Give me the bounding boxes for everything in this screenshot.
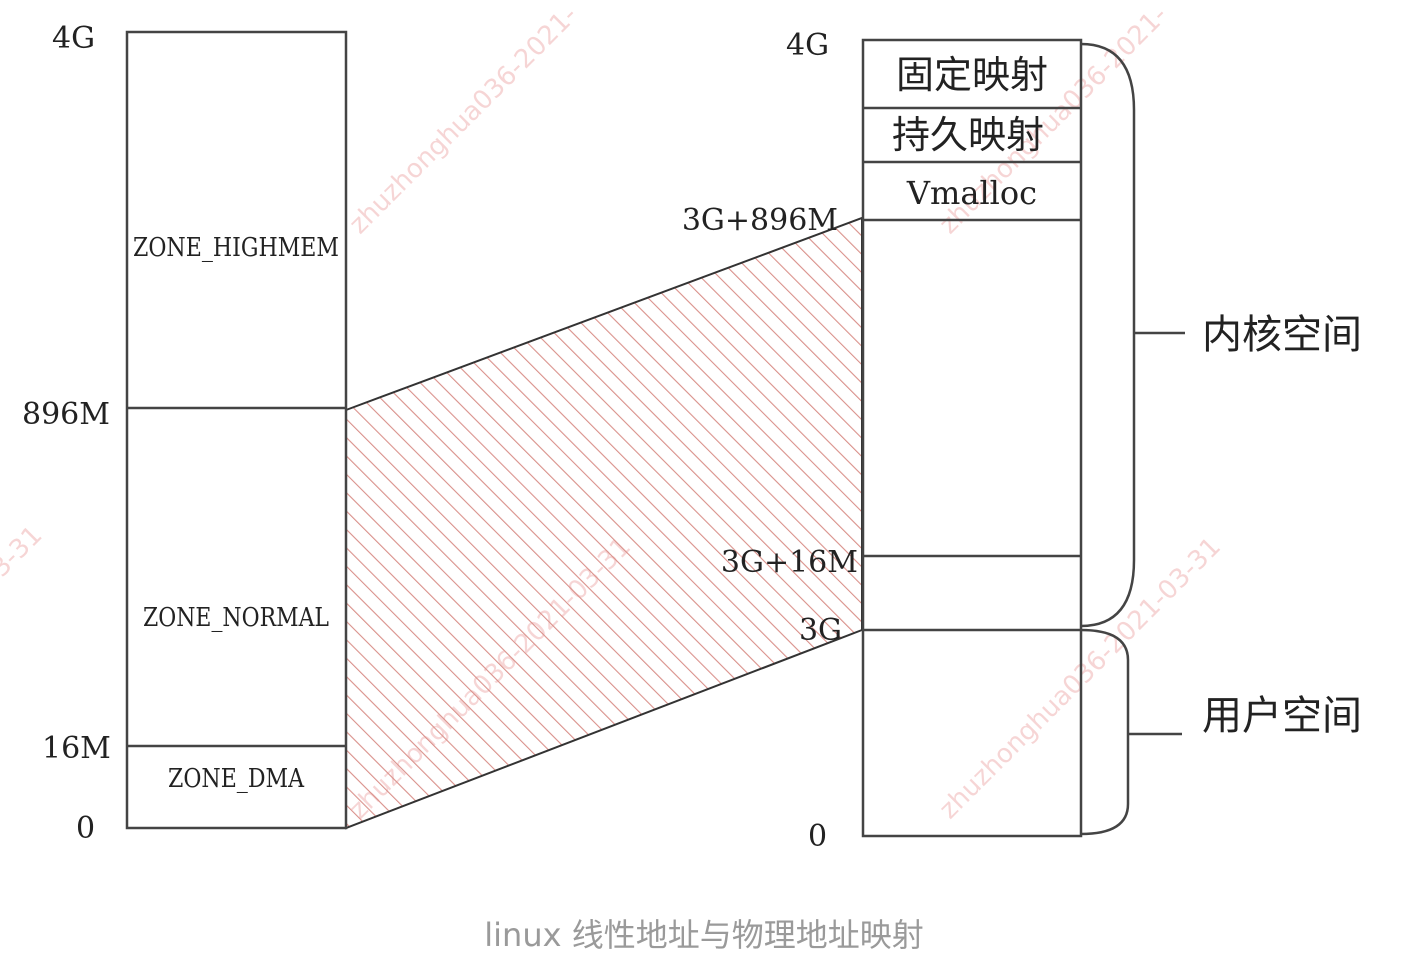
user-space-label: 用户空间: [1202, 693, 1362, 739]
figure-caption: linux 线性地址与物理地址映射: [484, 916, 924, 954]
svg-text:zhuzhonghua036-2021-: zhuzhonghua036-2021-: [344, 0, 584, 240]
user-space-brace: [1080, 628, 1130, 836]
phys-label-896m: 896M: [22, 397, 110, 432]
linear-label-3g-896m: 3G+896M: [682, 203, 838, 238]
linear-address-column: [861, 38, 1083, 838]
linear-label-3g-16m: 3G+16M: [721, 545, 858, 580]
vmalloc-label: Vmalloc: [906, 174, 1037, 212]
zone-highmem-label: ZONE_HIGHMEM: [133, 233, 339, 263]
zone-normal-label: ZONE_NORMAL: [143, 603, 329, 633]
memory-mapping-diagram: zhuzhonghua036-2021- zhuzhonghua036-2021…: [0, 0, 1362, 854]
persistent-map-label: 持久映射: [892, 113, 1044, 157]
linear-label-3g: 3G: [799, 613, 842, 648]
phys-label-0: 0: [76, 811, 95, 846]
fixed-map-label: 固定映射: [896, 53, 1048, 97]
phys-label-16m: 16M: [42, 731, 111, 766]
linear-label-0: 0: [808, 819, 827, 854]
kernel-space-label: 内核空间: [1202, 312, 1362, 358]
physical-memory-column: [125, 30, 348, 830]
zone-dma-label: ZONE_DMA: [168, 764, 305, 794]
phys-label-4g: 4G: [52, 21, 95, 56]
direct-mapping-hatch: [345, 216, 863, 830]
svg-text:03-31: 03-31: [0, 520, 48, 595]
kernel-space-brace: [1080, 42, 1136, 628]
linear-label-4g: 4G: [786, 28, 829, 63]
